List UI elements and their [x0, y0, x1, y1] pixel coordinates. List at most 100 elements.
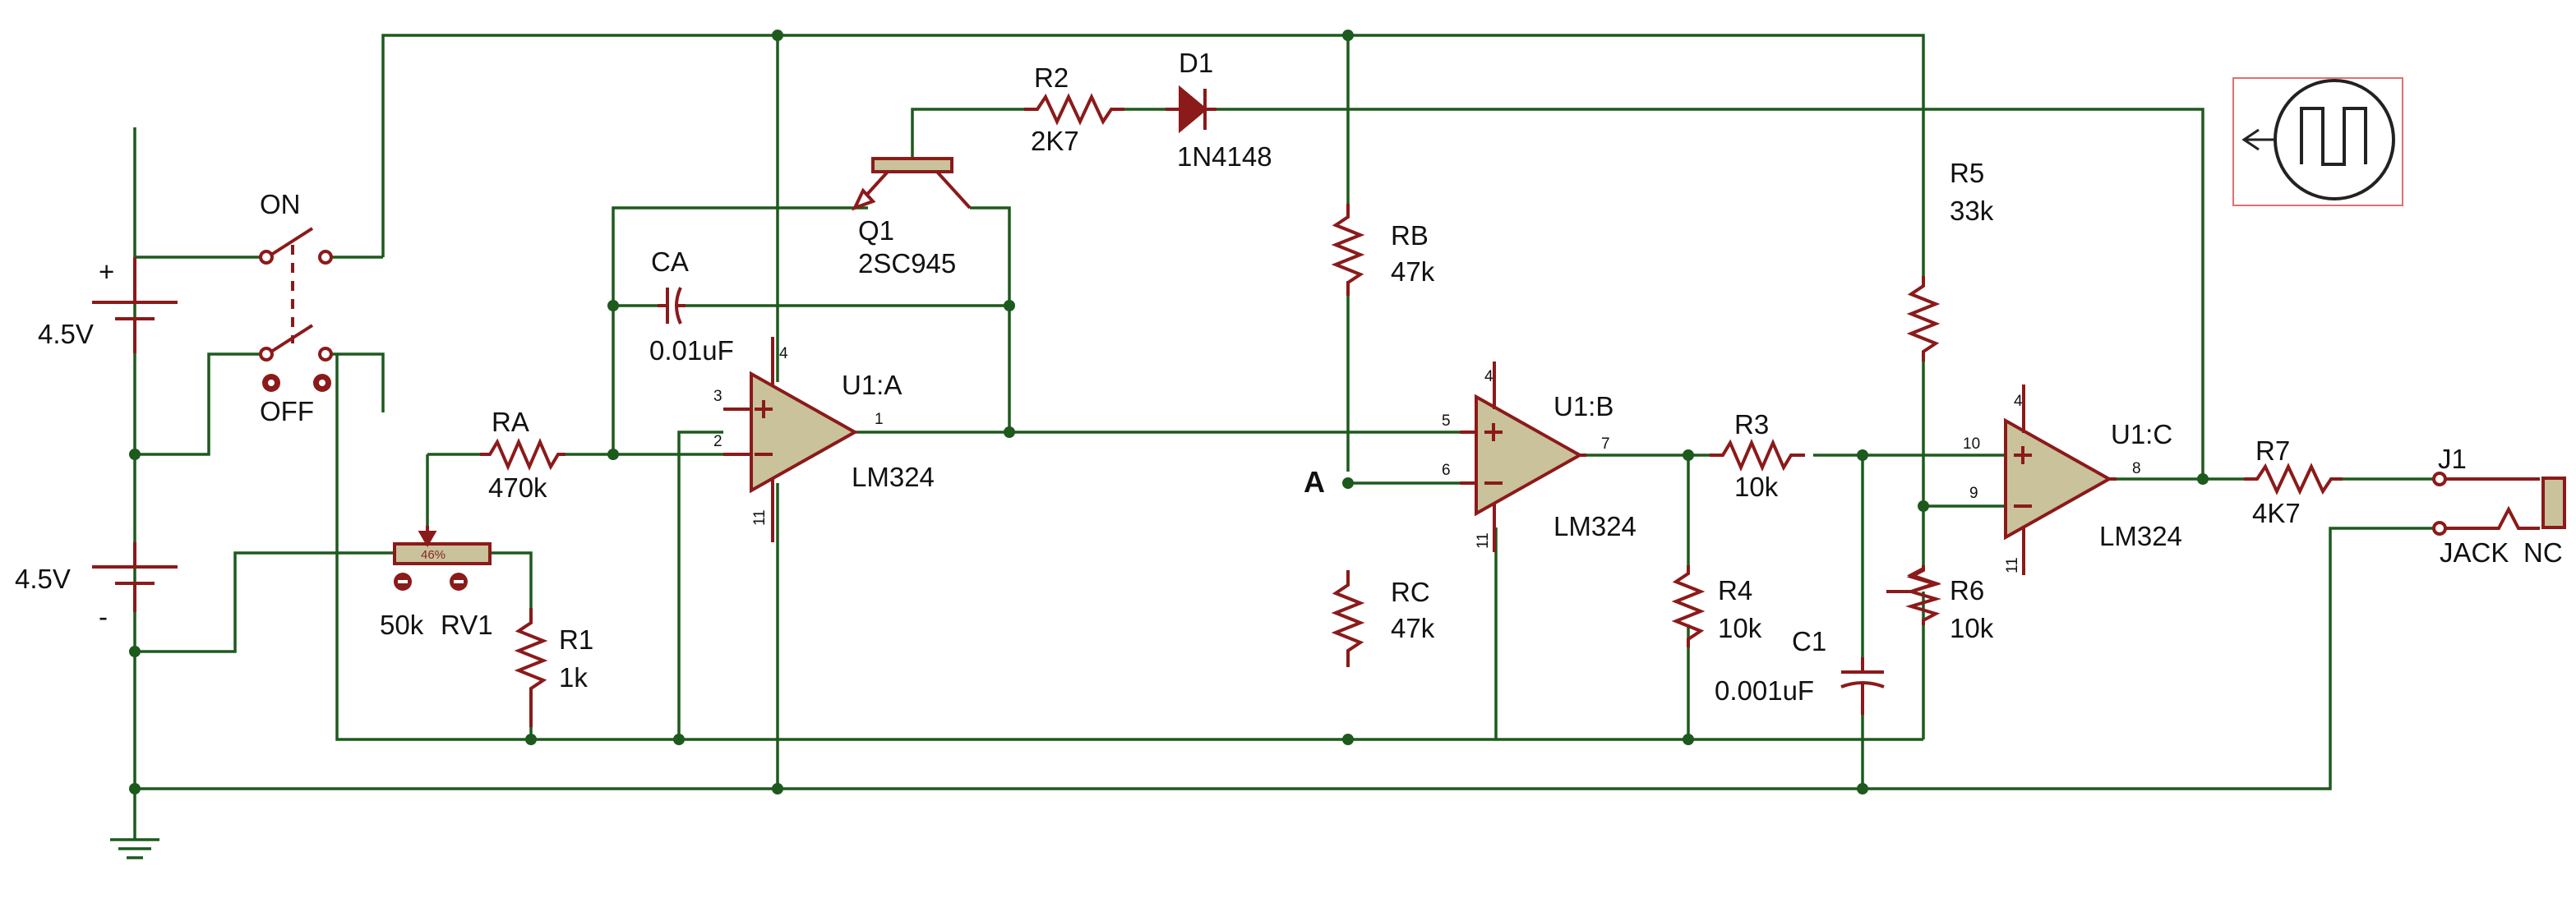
transistor-q1: Q1 2SC945	[852, 157, 972, 279]
r6-value: 10k	[1950, 613, 1994, 643]
opamp-icon	[1460, 362, 1586, 552]
ra-ref: RA	[492, 407, 529, 437]
u1a-pin-inv: 2	[713, 433, 722, 450]
rc-resistor-icon	[1331, 570, 1365, 667]
r7-ref: R7	[2255, 435, 2290, 466]
diode-icon	[1166, 85, 1216, 134]
ra-value: 470k	[488, 472, 547, 503]
opamp-icon	[723, 337, 859, 542]
r3-value: 10k	[1734, 472, 1779, 502]
battery-top-plus-label: +	[99, 256, 114, 287]
wires	[133, 34, 2435, 840]
u1a-pin-gnd: 11	[751, 509, 769, 526]
r5-resistor-icon	[1906, 276, 1941, 362]
battery-bottom-value: 4.5V	[15, 564, 71, 594]
npn-transistor-icon	[852, 157, 972, 211]
u1c-pin-out: 8	[2132, 460, 2141, 477]
d1-ref: D1	[1179, 48, 1213, 78]
u1b-ref: U1:B	[1553, 391, 1613, 421]
q1-ref: Q1	[858, 215, 894, 246]
u1c-pin-noninv: 10	[1963, 435, 1980, 453]
jack-j1: J1 JACK NC	[2432, 444, 2566, 568]
capacitor-icon	[1840, 657, 1885, 715]
r7-resistor-icon	[2244, 463, 2343, 495]
square-wave-probe-icon	[2241, 79, 2395, 200]
r5-ref: R5	[1950, 158, 1984, 188]
battery-top: + 4.5V	[38, 256, 178, 353]
r7-value: 4K7	[2252, 498, 2301, 528]
diode-d1: D1 1N4148	[1166, 48, 1272, 172]
battery-bottom-minus-label: -	[99, 601, 108, 632]
switch-icon	[259, 227, 333, 362]
u1c-pin-vcc: 4	[2014, 393, 2023, 410]
power-switch[interactable]: ON OFF	[259, 189, 333, 426]
u1b-pin-gnd: 11	[1475, 532, 1492, 549]
capacitor-icon	[658, 287, 686, 325]
jack-nc: NC	[2523, 537, 2563, 568]
jack-type: JACK	[2440, 537, 2509, 568]
opamp-u1a: 3 2 1 4 11 U1:A LM324	[713, 337, 935, 542]
u1a-pin-out: 1	[875, 411, 884, 428]
rb-value: 47k	[1391, 256, 1435, 287]
potentiometer-rv1[interactable]: 46% 50k RV1	[380, 526, 493, 640]
audio-jack-icon	[2432, 472, 2566, 536]
u1c-pin-gnd: 11	[2004, 557, 2021, 573]
u1c-part: LM324	[2099, 521, 2182, 551]
opamp-icon	[2004, 385, 2117, 575]
opamp-u1c: 10 9 8 4 11 U1:C LM324	[1963, 385, 2182, 575]
r2-resistor-icon	[1024, 93, 1124, 126]
r4-value: 10k	[1718, 613, 1762, 643]
capacitor-ca: CA 0.01uF	[649, 246, 734, 366]
pot-setting: 46%	[421, 548, 445, 562]
capacitor-c1: C1 0.001uF	[1715, 626, 1885, 715]
ground-icon	[110, 838, 159, 859]
potentiometer-icon	[393, 526, 492, 565]
u1a-ref: U1:A	[842, 370, 902, 400]
d1-part: 1N4148	[1177, 141, 1272, 172]
r1-ref: R1	[559, 624, 593, 655]
u1b-pin-inv: 6	[1442, 462, 1451, 479]
battery-bottom-icon	[92, 542, 178, 612]
r6-resistor-icon	[1886, 565, 1941, 625]
rb-ref: RB	[1391, 220, 1429, 251]
resistor-zigzags	[480, 93, 2343, 727]
q1-part: 2SC945	[858, 248, 956, 279]
ca-ref: CA	[651, 246, 689, 277]
r4-ref: R4	[1718, 575, 1752, 606]
u1b-pin-out: 7	[1601, 435, 1610, 453]
u1b-pin-vcc: 4	[1484, 368, 1493, 385]
node-a-label: A	[1304, 465, 1325, 499]
r1-resistor-icon	[514, 608, 548, 727]
c1-ref: C1	[1792, 626, 1826, 656]
u1b-pin-noninv: 5	[1442, 412, 1451, 430]
switch-off-label: OFF	[260, 396, 314, 426]
opamp-u1b: 5 6 7 4 11 U1:B LM324	[1442, 362, 1637, 552]
battery-bottom: 4.5V -	[15, 542, 178, 632]
pot-ref: RV1	[441, 610, 493, 640]
r6-ref: R6	[1950, 575, 1984, 606]
r3-ref: R3	[1734, 409, 1769, 440]
r2-value: 2K7	[1031, 126, 1079, 156]
r5-value: 33k	[1950, 196, 1994, 226]
u1a-part: LM324	[852, 462, 935, 492]
battery-top-value: 4.5V	[38, 319, 94, 349]
rc-value: 47k	[1391, 613, 1435, 643]
r3-resistor-icon	[1710, 438, 1805, 472]
u1b-part: LM324	[1553, 511, 1637, 541]
u1c-ref: U1:C	[2111, 419, 2172, 449]
c1-value: 0.001uF	[1715, 675, 1814, 706]
r1-value: 1k	[559, 662, 588, 693]
junction-dots	[129, 30, 2209, 794]
u1a-pin-vcc: 4	[779, 345, 788, 362]
ra-resistor-icon	[480, 437, 566, 472]
square-wave-probe[interactable]	[2232, 77, 2403, 206]
rc-ref: RC	[1391, 577, 1430, 607]
pot-value: 50k	[380, 610, 424, 640]
r2-ref: R2	[1034, 62, 1069, 93]
battery-top-icon	[92, 257, 178, 353]
ca-value: 0.01uF	[649, 335, 734, 366]
r4-resistor-icon	[1671, 565, 1706, 647]
u1a-pin-noninv: 3	[713, 388, 722, 405]
jack-ref: J1	[2438, 444, 2467, 474]
